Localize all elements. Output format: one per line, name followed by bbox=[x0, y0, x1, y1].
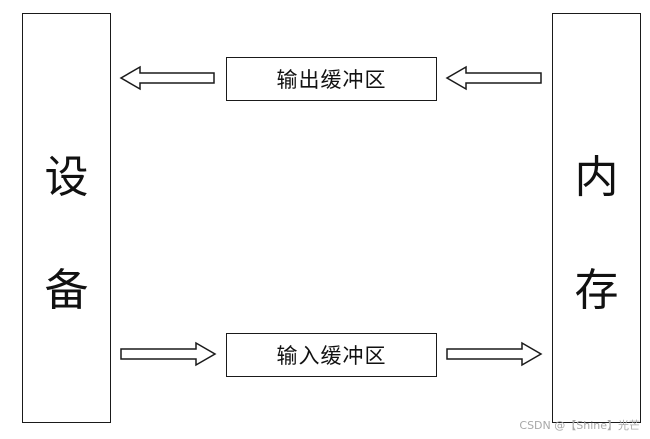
arrow-output-buffer-to-device bbox=[119, 65, 215, 91]
memory-char-2: 存 bbox=[574, 265, 619, 316]
input-buffer-label: 输入缓冲区 bbox=[276, 344, 387, 368]
input-buffer-box: 输入缓冲区 bbox=[226, 333, 437, 377]
device-char-1: 设 bbox=[44, 152, 89, 203]
output-buffer-label: 输出缓冲区 bbox=[276, 68, 387, 92]
watermark-text: CSDN @【Shine】光芒 bbox=[519, 419, 640, 432]
arrow-memory-to-output-buffer bbox=[445, 65, 542, 91]
arrow-input-buffer-to-memory bbox=[446, 341, 543, 367]
device-block: 设 备 bbox=[22, 13, 111, 423]
memory-block: 内 存 bbox=[552, 13, 641, 423]
device-char-2: 备 bbox=[44, 265, 89, 316]
arrow-device-to-input-buffer bbox=[120, 341, 217, 367]
output-buffer-box: 输出缓冲区 bbox=[226, 57, 437, 101]
memory-char-1: 内 bbox=[574, 152, 619, 203]
